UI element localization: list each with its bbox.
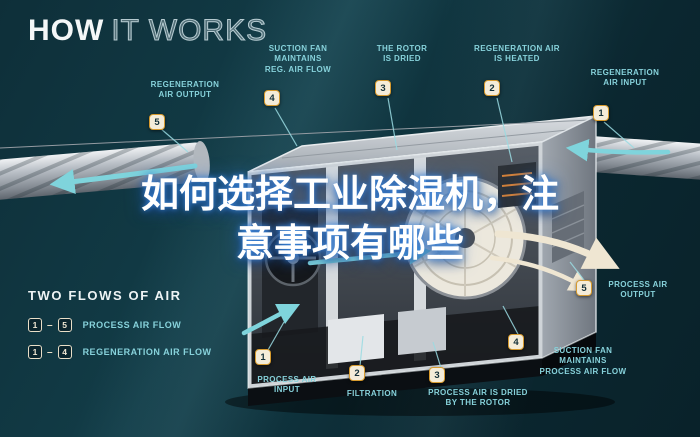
regeneration-out-arrow <box>49 163 198 194</box>
legend-label-regeneration: REGENERATION AIR FLOW <box>82 347 212 357</box>
callout-badge-regeneration-air-output: 5 <box>149 114 165 130</box>
callout-label-rotor-is-dried: THE ROTOR IS DRIED <box>376 44 428 64</box>
legend-title: TWO FLOWS OF AIR <box>28 288 182 303</box>
callout-label-process-air-dried: PROCESS AIR IS DRIED BY THE ROTOR <box>428 388 528 408</box>
overlay-title: 如何选择工业除湿机，注 意事项有哪些 <box>0 170 700 269</box>
callout-badge-regeneration-air-heated: 2 <box>484 80 500 96</box>
filter-box-2 <box>398 307 446 355</box>
callout-label-suction-fan-reg: SUCTION FAN MAINTAINS REG. AIR FLOW <box>264 44 332 74</box>
callout-label-process-air-output: PROCESS AIR OUTPUT <box>608 280 668 300</box>
legend-row-regeneration: 1 – 4 REGENERATION AIR FLOW <box>28 345 212 359</box>
callout-label-regeneration-air-heated: REGENERATION AIR IS HEATED <box>474 44 560 64</box>
legend-separator: – <box>47 346 53 358</box>
callout-label-regeneration-air-output: REGENERATION AIR OUTPUT <box>150 80 220 100</box>
legend-badge-regeneration-start: 1 <box>28 345 42 359</box>
legend: TWO FLOWS OF AIR 1 – 5 PROCESS AIR FLOW … <box>28 288 212 372</box>
callout-badge-rotor-is-dried: 3 <box>375 80 391 96</box>
callout-badge-regeneration-air-input: 1 <box>593 105 609 121</box>
machine-outline <box>247 114 597 389</box>
callout-badge-process-air-input: 1 <box>255 349 271 365</box>
callout-label-suction-fan-process: SUCTION FAN MAINTAINS PROCESS AIR FLOW <box>539 346 627 376</box>
filter-box-1 <box>328 314 384 364</box>
callout-badge-suction-fan-process: 4 <box>508 334 524 350</box>
base-plinth-side <box>542 332 596 376</box>
legend-badge-process-end: 5 <box>57 318 72 332</box>
airflow-arrows <box>49 139 671 336</box>
regeneration-heater <box>498 162 536 208</box>
left-duct-collar <box>193 141 210 183</box>
legend-separator: – <box>47 319 53 331</box>
overlay-title-line2: 意事项有哪些 <box>235 221 464 266</box>
callout-label-filtration: FILTRATION <box>346 389 398 398</box>
base-plinth-front <box>248 358 542 406</box>
process-out-arrow-large <box>494 230 620 269</box>
left-duct <box>0 141 210 200</box>
legend-badge-regeneration-end: 4 <box>57 345 72 359</box>
bottom-compartment <box>250 306 540 388</box>
machine-interior <box>248 142 542 388</box>
machine-body <box>0 114 597 406</box>
regeneration-in-arrow <box>565 139 671 162</box>
callout-badge-filtration: 2 <box>349 365 365 381</box>
legend-row-process: 1 – 5 PROCESS AIR FLOW <box>28 318 212 332</box>
callout-badge-process-air-dried: 3 <box>429 367 445 383</box>
process-in-arrow <box>241 303 301 336</box>
process-internal-arrow <box>307 242 432 266</box>
callout-badge-process-air-output: 5 <box>576 280 592 296</box>
legend-badge-process-start: 1 <box>28 318 42 332</box>
callout-badge-suction-fan-reg: 4 <box>264 90 280 106</box>
legend-label-process: PROCESS AIR FLOW <box>82 320 182 330</box>
callout-label-process-air-input: PROCESS AIR INPUT <box>257 375 317 395</box>
overlay-title-line1: 如何选择工业除湿机，注 <box>140 172 559 216</box>
callout-label-regeneration-air-input: REGENERATION AIR INPUT <box>590 68 660 88</box>
page-title-strong: HOW <box>28 14 105 47</box>
page-title-light: IT WORKS <box>111 14 268 48</box>
process-out-arrow-small <box>489 255 592 292</box>
frame-beam-1 <box>326 161 338 369</box>
